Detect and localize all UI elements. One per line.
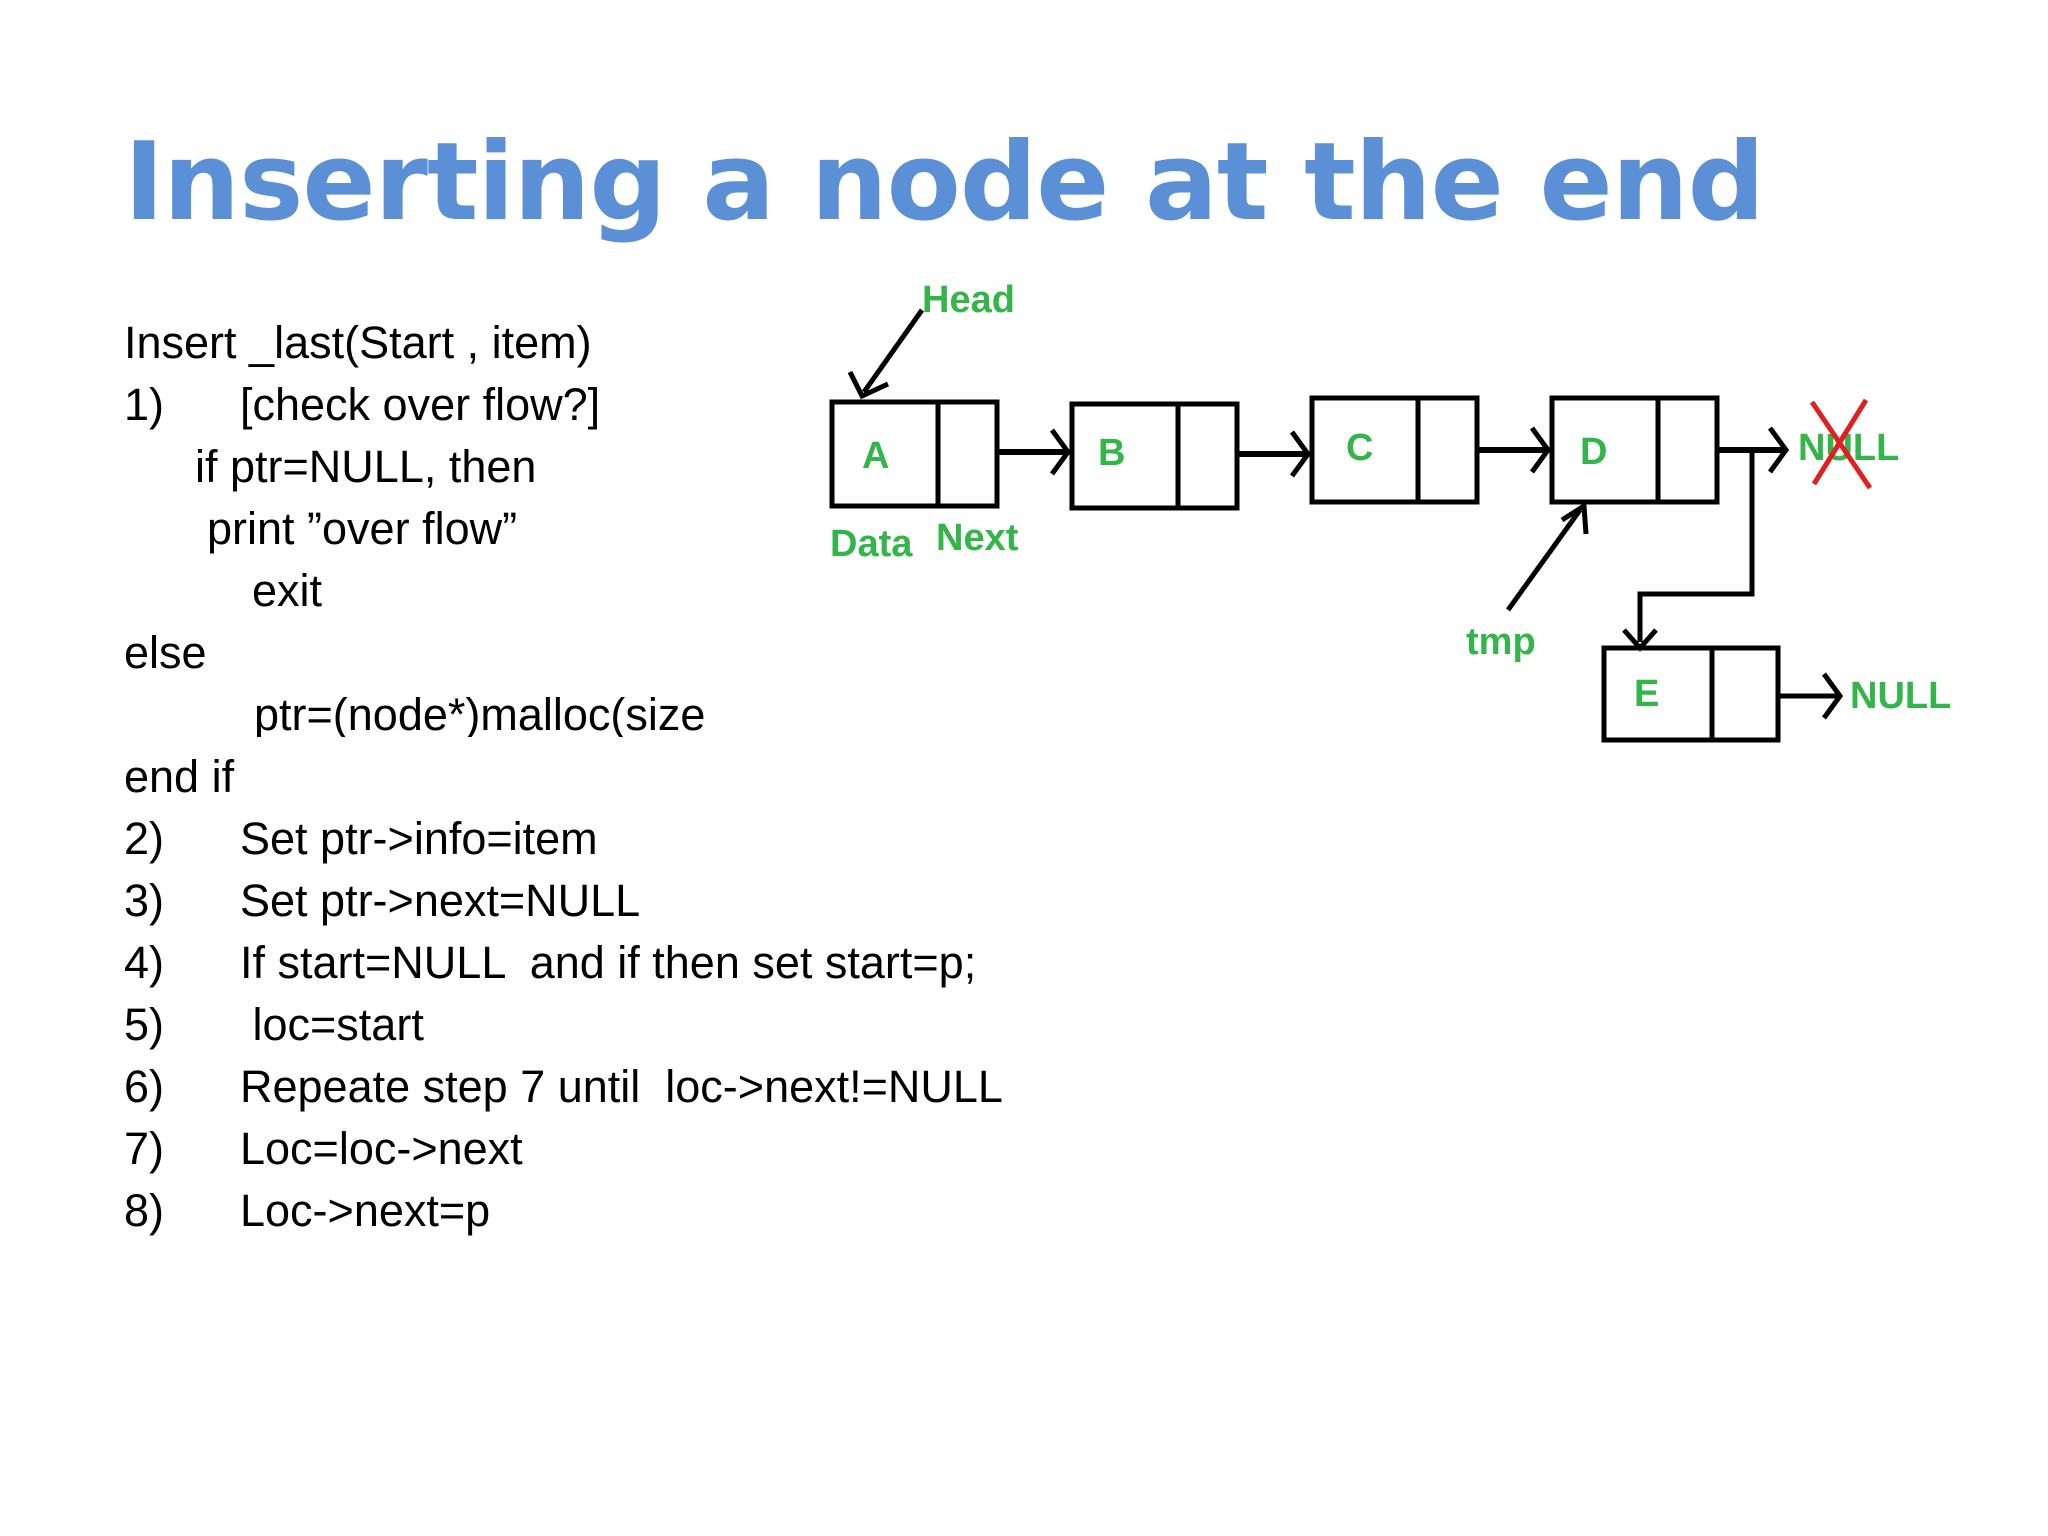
algo-line-3: print ”over flow” <box>207 503 518 554</box>
link-arrow-d-e <box>1622 450 1755 652</box>
algo-line-1: [check over flow?] <box>240 379 601 430</box>
algo-line-2: if ptr=NULL, then <box>195 441 537 492</box>
next-field-label: Next <box>936 517 1019 559</box>
algo-line-6: ptr=(node*)malloc(size <box>254 692 706 737</box>
data-field-label: Data <box>830 523 913 565</box>
algo-step-number: 7) <box>124 1123 165 1174</box>
node-d-label: D <box>1580 431 1607 473</box>
link-arrow-e-null <box>1778 672 1844 720</box>
node-e-label: E <box>1634 673 1659 715</box>
old-null-label: NULL <box>1798 427 1899 469</box>
algo-step-number: 5) <box>124 999 165 1050</box>
link-arrow-a-b <box>997 428 1072 476</box>
algo-line-12: Repeate step 7 until loc->next!=NULL <box>240 1061 1003 1112</box>
head-label: Head <box>922 279 1015 321</box>
algo-line-13: Loc=loc->next <box>240 1123 523 1174</box>
node-e: E <box>1601 645 1781 743</box>
node-a: A <box>829 399 1000 509</box>
cross-mark-icon <box>1809 398 1873 490</box>
algo-line-10: If start=NULL and if then set start=p; <box>240 937 977 988</box>
algo-line-7: end if <box>124 751 235 802</box>
algo-line-4: exit <box>252 565 323 616</box>
algo-step-number: 3) <box>124 875 165 926</box>
node-a-label: A <box>862 435 889 477</box>
algo-line-14: Loc->next=p <box>240 1185 491 1236</box>
node-d: D <box>1549 395 1720 505</box>
node-b: B <box>1069 401 1240 511</box>
algo-step-number: 8) <box>124 1185 165 1236</box>
algo-step-number: 1) <box>124 379 165 430</box>
new-null-label: NULL <box>1850 675 1951 717</box>
algo-line-0: Insert _last(Start , item) <box>124 317 592 368</box>
algo-step-number: 4) <box>124 937 165 988</box>
algo-line-9: Set ptr->next=NULL <box>240 875 641 926</box>
node-c-label: C <box>1346 427 1373 469</box>
algo-step-number: 2) <box>124 813 165 864</box>
node-c: C <box>1309 395 1480 505</box>
algo-step-number: 6) <box>124 1061 165 1112</box>
algo-line-5: else <box>124 627 207 678</box>
link-arrow-c-d <box>1477 426 1552 474</box>
algo-line-11: loc=start <box>240 999 424 1050</box>
algo-line-8: Set ptr->info=item <box>240 813 598 864</box>
tmp-pointer-arrow <box>1505 501 1589 612</box>
head-pointer-arrow <box>847 308 925 400</box>
tmp-label: tmp <box>1466 621 1536 663</box>
node-b-label: B <box>1098 432 1125 474</box>
link-arrow-b-c <box>1237 430 1312 478</box>
slide-title: Inserting a node at the end <box>124 120 1765 245</box>
